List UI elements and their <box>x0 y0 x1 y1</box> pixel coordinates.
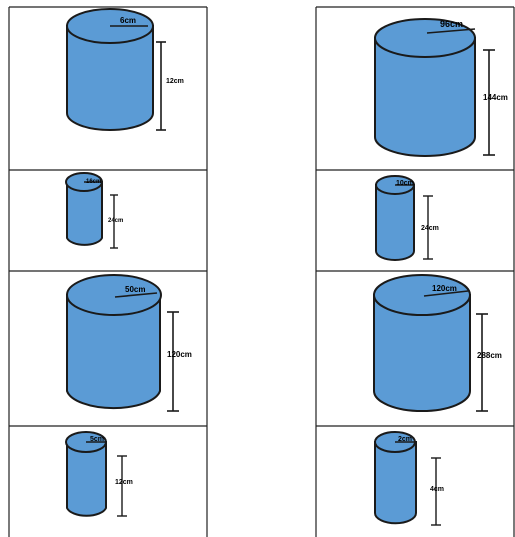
cylinder-top <box>373 274 471 316</box>
height-label: 144cm <box>483 93 508 102</box>
cylinder-body <box>66 181 103 246</box>
radius-label: 6cm <box>120 16 136 25</box>
cylinder-panel-3: 16cm 24cm <box>65 172 123 249</box>
radius-line <box>426 28 476 34</box>
cylinder-panel-1: 6cm 12cm <box>66 8 184 131</box>
cylinder-top <box>66 274 162 316</box>
radius-label: 96cm <box>440 19 463 29</box>
cylinder-top <box>374 18 476 58</box>
cylinder-body <box>66 441 107 517</box>
radius-line <box>423 290 469 297</box>
height-label: 288cm <box>477 351 502 360</box>
radius-line <box>114 292 158 298</box>
cylinder-panel-6: 120cm 288cm <box>373 274 502 412</box>
cylinder-panel-8: 2cm 4cm <box>374 431 444 526</box>
cylinder-panel-5: 50cm 120cm <box>66 274 192 412</box>
cylinder-body <box>373 294 471 412</box>
radius-label: 5cm <box>90 436 104 443</box>
cylinder-body <box>375 184 415 261</box>
radius-label: 50cm <box>125 285 145 294</box>
height-label: 12cm <box>166 78 184 85</box>
height-label: 4cm <box>430 486 444 493</box>
cylinder-panel-7: 5cm 12cm <box>65 431 133 517</box>
radius-label: 2cm <box>398 436 412 443</box>
cylinder-body <box>66 25 154 131</box>
cylinder-body <box>374 441 417 525</box>
height-label: 12cm <box>115 479 133 486</box>
radius-label: 10cm <box>396 180 414 187</box>
height-label: 120cm <box>167 350 192 359</box>
cylinder-body <box>66 294 161 410</box>
cylinder-panel-4: 10cm 24cm <box>375 175 439 261</box>
height-label: 24cm <box>421 225 439 232</box>
grid-lines <box>8 6 515 537</box>
cylinder-panel-2: 96cm 144cm <box>374 18 508 157</box>
height-label: 24cm <box>108 218 123 224</box>
radius-label: 120cm <box>432 284 457 293</box>
radius-label: 16cm <box>86 179 101 185</box>
cylinder-body <box>374 37 476 157</box>
